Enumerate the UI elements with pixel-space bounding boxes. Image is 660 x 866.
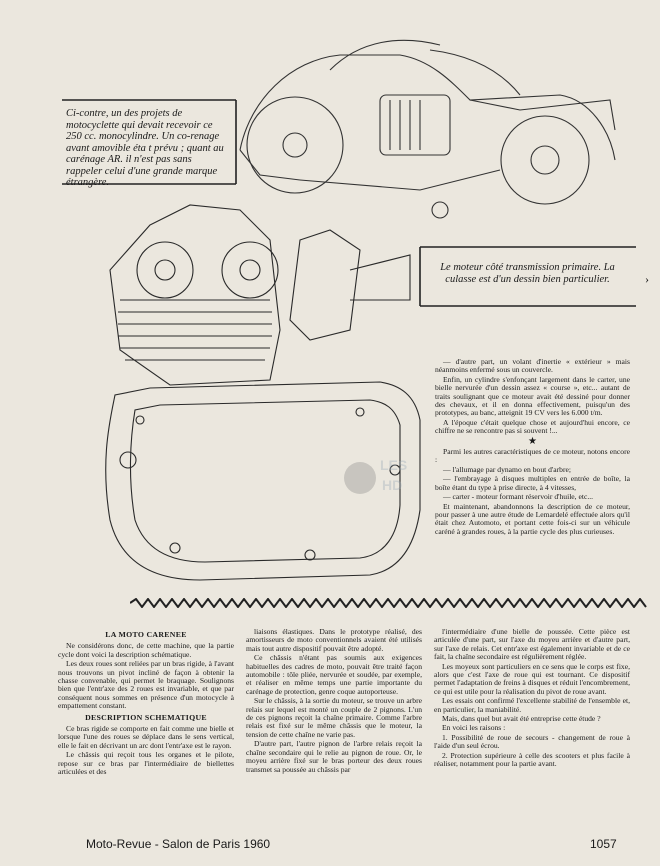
column-2: liaisons élastiques. Dans le prototype r… <box>246 627 422 775</box>
paragraph: — l'allumage par dynamo en bout d'arbre; <box>443 464 571 474</box>
star-separator: ★ <box>528 435 537 447</box>
technical-illustration: LES HD <box>62 39 636 581</box>
page-number: 1057 <box>590 837 617 851</box>
paragraph: D'autre part, l'autre pignon de l'arbre … <box>246 739 422 774</box>
motorcycle-caption: Ci-contre, un des projets de motocyclett… <box>66 108 227 188</box>
paragraph: 2. Protection supérieure à celle des sco… <box>434 750 630 769</box>
paragraph: Sur le châssis, à la sortie du moteur, s… <box>246 696 422 739</box>
watermark: LES HD <box>344 457 407 494</box>
paragraph: Et maintenant, abandonnons la descriptio… <box>435 501 630 536</box>
svg-text:LES: LES <box>380 457 407 473</box>
column-3: l'intermédiaire d'une bielle de poussée.… <box>434 627 630 770</box>
paragraph: 1. Possibilité de roue de secours - chan… <box>434 732 630 751</box>
paragraph: Enfin, un cylindre s'enfonçant largement… <box>435 374 630 418</box>
paragraph: Le châssis qui reçoit tous les organes e… <box>58 750 234 777</box>
engine-drawing <box>105 204 421 581</box>
paragraph: Les deux roues sont reliées par un bras … <box>58 659 234 711</box>
motorcycle-drawing <box>239 39 616 219</box>
paragraph: Les essais ont confirmé l'excellente sta… <box>434 696 630 714</box>
section-heading: LA MOTO CARENEE <box>105 630 187 639</box>
paragraph: l'intermédiaire d'une bielle de poussée.… <box>434 627 630 662</box>
column-1: LA MOTO CARENEE Ne considérons donc, de … <box>58 628 234 778</box>
paragraph: Ce châssis n'étant pas soumis aux exigen… <box>246 653 422 696</box>
paragraph: liaisons élastiques. Dans le prototype r… <box>246 627 422 653</box>
paragraph: — carter - moteur formant réservoir d'hu… <box>443 492 594 502</box>
paragraph: — d'autre part, un volant d'inertie « ex… <box>435 357 630 375</box>
footer-publication: Moto-Revue - Salon de Paris 1960 <box>86 837 271 851</box>
paragraph: A l'époque c'était quelque chose et aujo… <box>435 417 630 436</box>
section-heading: DESCRIPTION SCHEMATIQUE <box>85 712 207 722</box>
engine-caption: Le moteur côté transmission primaire. La… <box>440 262 618 285</box>
svg-text:HD: HD <box>382 477 402 493</box>
paragraph: Ne considérons donc, de cette machine, q… <box>58 641 234 659</box>
paragraph: Ce bras rigide se comporte en fait comme… <box>58 724 234 750</box>
zigzag-divider <box>130 598 647 608</box>
paragraph: — l'embrayage à disques multiples en ent… <box>435 474 630 492</box>
right-column-text: — d'autre part, un volant d'inertie « ex… <box>435 357 630 537</box>
arrow-marker: › <box>645 272 649 286</box>
paragraph: En voici les raisons : <box>442 723 506 733</box>
paragraph: Les moyeux sont particuliers en ce sens … <box>434 661 630 696</box>
paragraph: Parmi les autres caractéristiques de ce … <box>435 447 630 465</box>
caption-box-lines <box>62 99 636 307</box>
paragraph: Mais, dans quel but avait été entreprise… <box>442 714 601 724</box>
